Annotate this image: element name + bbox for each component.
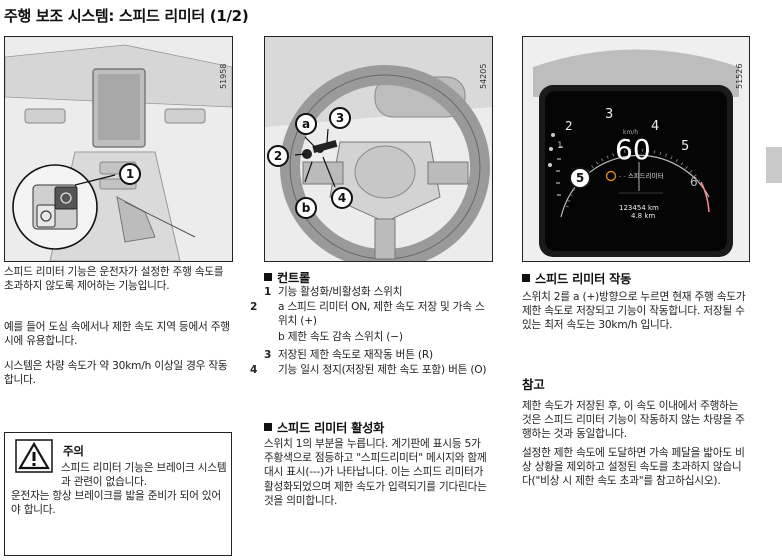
figure-code: 51526 xyxy=(735,63,744,89)
interior-illustration xyxy=(5,37,232,261)
col1-paragraph-2: 예를 들어 도심 속에서나 제한 속도 지역 등에서 주행 시에 유용합니다. xyxy=(4,321,230,348)
callout-b: b xyxy=(295,197,317,219)
figure-code: 54205 xyxy=(479,63,488,89)
control-item-2b: b 제한 속도 감속 스위치 (−) xyxy=(278,331,403,343)
activation-heading: 스피드 리미터 활성화 xyxy=(264,418,384,436)
warning-title: 주의 xyxy=(63,444,84,458)
callout-a: a xyxy=(295,113,317,135)
warning-text-2: 운전자는 항상 브레이크를 밟을 준비가 되어 있어야 합니다. xyxy=(11,490,221,517)
gauge-number-4: 4 xyxy=(651,119,660,134)
figure-interior: 1 51958 xyxy=(4,36,233,262)
controls-heading: 컨트롤 xyxy=(264,268,310,286)
figure-steering-wheel: a 2 3 b 4 54205 xyxy=(264,36,493,262)
gauge-number-1: 1 xyxy=(557,141,563,151)
dashboard-illustration xyxy=(523,37,749,261)
page-title: 주행 보조 시스템: 스피드 리미터 (1/2) xyxy=(4,7,249,25)
limiter-label: - - 스피드리미터 xyxy=(619,172,664,180)
operation-text: 스위치 2를 a (+)방향으로 누르면 현재 주행 속도가 제한 속도로 저장… xyxy=(522,291,746,332)
callout-1: 1 xyxy=(119,163,141,185)
side-tab xyxy=(766,147,782,183)
note-paragraph-1: 제한 속도가 저장된 후, 이 속도 이내에서 주행하는 것은 스피드 리미터 … xyxy=(522,400,745,441)
callout-3: 3 xyxy=(329,107,351,129)
trip-meter: 4.8 km xyxy=(631,212,656,220)
col1-paragraph-3: 시스템은 차량 속도가 약 30km/h 이상일 경우 작동합니다. xyxy=(4,360,228,387)
steering-wheel-illustration xyxy=(265,37,492,261)
odometer: 123454 km xyxy=(619,204,659,212)
gauge-number-6: 6 xyxy=(690,175,698,189)
col1-paragraph-1: 스피드 리미터 기능은 운전자가 설정한 주행 속도를 초과하지 않도록 제어하… xyxy=(4,266,224,293)
speed-readout: 60 xyxy=(615,133,651,166)
callout-4: 4 xyxy=(331,187,353,209)
note-heading: 참고 xyxy=(522,377,545,392)
gauge-number-2: 2 xyxy=(565,119,573,133)
warning-icon xyxy=(15,439,53,473)
callout-2: 2 xyxy=(267,145,289,167)
operation-heading: 스피드 리미터 작동 xyxy=(522,269,631,287)
activation-text: 스위치 1의 부분을 누릅니다. 계기판에 표시등 5가 주황색으로 점등하고 … xyxy=(264,438,487,507)
warning-text-1: 스피드 리미터 기능은 브레이크 시스템과 관련이 없습니다. xyxy=(61,462,227,489)
callout-5: 5 xyxy=(569,167,591,189)
note-paragraph-2: 설정한 제한 속도에 도달하면 가속 페달을 밟아도 비상 상황을 제외하고 설… xyxy=(522,447,745,488)
figure-dashboard: 2 3 4 5 6 1 km/h 60 - - 스피드리미터 123454 km… xyxy=(522,36,750,262)
warning-box: 주의 스피드 리미터 기능은 브레이크 시스템과 관련이 없습니다. 운전자는 … xyxy=(4,432,232,556)
speed-unit: km/h xyxy=(623,129,639,136)
gauge-number-5: 5 xyxy=(681,139,690,154)
figure-code: 51958 xyxy=(219,63,228,89)
gauge-number-3: 3 xyxy=(605,107,614,122)
